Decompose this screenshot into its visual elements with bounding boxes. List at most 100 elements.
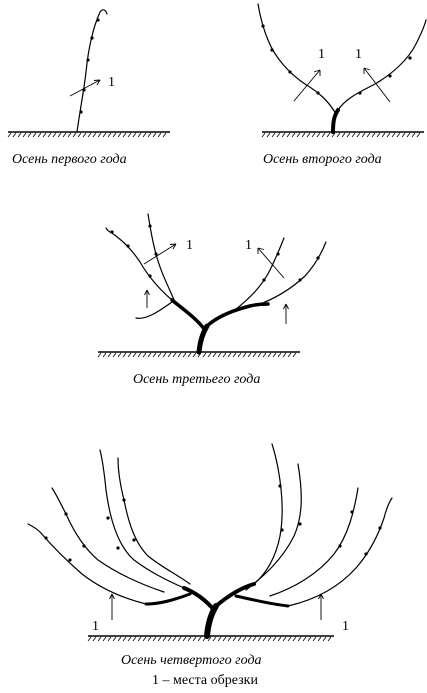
ground-hatch [212, 352, 217, 358]
ground-hatch [247, 352, 252, 358]
ground-hatch [187, 352, 192, 358]
ground-hatch [112, 636, 117, 642]
ground-hatch [147, 132, 152, 138]
ground-hatch [122, 636, 127, 642]
ground-hatch [122, 132, 127, 138]
ground-hatch [271, 132, 276, 138]
ground-hatch [127, 352, 132, 358]
ground-hatch [117, 636, 122, 642]
grapevine-shoot [337, 19, 427, 111]
grapevine-shoot [147, 213, 176, 303]
ground-hatch [137, 132, 142, 138]
ground-hatch [356, 132, 361, 138]
ground-hatch [371, 132, 376, 138]
ground-hatch [137, 636, 142, 642]
ground-hatch [252, 352, 257, 358]
ground-hatch [142, 352, 147, 358]
ground-hatch [232, 636, 237, 642]
ground-hatch [301, 132, 306, 138]
ground-hatch [177, 352, 182, 358]
ground-hatch [272, 636, 277, 642]
ground-hatch [232, 352, 237, 358]
ground-hatch [12, 132, 17, 138]
ground-hatch [57, 132, 62, 138]
ground-hatch [346, 132, 351, 138]
ground-hatch [117, 132, 122, 138]
ground-hatch [182, 636, 187, 642]
ground-hatch [297, 636, 302, 642]
ground-hatch [242, 352, 247, 358]
bud [110, 224, 320, 282]
ground-hatch [107, 132, 112, 138]
ground-hatch [47, 132, 52, 138]
ground-hatch [112, 352, 117, 358]
ground-hatch [311, 132, 316, 138]
ground-hatch [172, 636, 177, 642]
ground-hatch [252, 636, 257, 642]
ground-hatch [316, 132, 321, 138]
ground-hatch [351, 132, 356, 138]
ground-hatch [322, 636, 327, 642]
panel-first-year: 1 [7, 9, 170, 138]
ground-hatch [276, 132, 281, 138]
ground-hatch [37, 132, 42, 138]
cut-mark-label: 1 [108, 75, 115, 90]
ground-line [261, 131, 424, 138]
grapevine-shoot [287, 497, 393, 607]
ground-hatch [27, 132, 32, 138]
ground-hatch [112, 132, 117, 138]
ground-hatch [137, 352, 142, 358]
ground-hatch [157, 636, 162, 642]
legend: 1 – места обрезки [152, 673, 258, 688]
ground-hatch [212, 636, 217, 642]
ground-hatch [177, 636, 182, 642]
ground-hatch [152, 352, 157, 358]
ground-hatch [217, 352, 222, 358]
ground-hatch [336, 132, 341, 138]
trunk [182, 586, 216, 612]
ground-hatch [182, 352, 187, 358]
cut-mark-label: 1 [318, 47, 325, 62]
ground-hatch [386, 132, 391, 138]
ground-hatch [102, 132, 107, 138]
ground-hatch [142, 636, 147, 642]
grapevine-shoot [245, 463, 302, 591]
trunk [205, 302, 270, 328]
ground-hatch [102, 352, 107, 358]
pruning-cut-arrow [109, 593, 324, 620]
ground-hatch [162, 636, 167, 642]
ground-hatch [122, 352, 127, 358]
grapevine-shoot [117, 457, 191, 585]
ground-hatch [296, 132, 301, 138]
ground-hatch [277, 636, 282, 642]
ground-hatch [132, 132, 137, 138]
ground-hatch [42, 132, 47, 138]
ground-hatch [247, 636, 252, 642]
cut-mark-label: 1 [92, 619, 99, 634]
ground-hatch [97, 132, 102, 138]
cut-mark-label: 1 [355, 47, 362, 62]
ground-hatch [267, 636, 272, 642]
trunk [214, 582, 256, 608]
bud [44, 484, 382, 562]
ground-hatch [262, 352, 267, 358]
ground-hatch [77, 132, 82, 138]
cut-mark-label: 1 [186, 238, 193, 253]
pruning-cut-arrow [69, 79, 101, 97]
caption-fourth-year: Осень четвертого года [121, 653, 262, 668]
ground-hatch [416, 132, 421, 138]
trunk [234, 594, 290, 608]
ground-hatch [197, 636, 202, 642]
grapevine-shoot [234, 237, 285, 311]
ground-hatch [286, 132, 291, 138]
ground-hatch [87, 132, 92, 138]
ground-hatch [396, 132, 401, 138]
ground-hatch [281, 132, 286, 138]
grapevine-shoot [135, 301, 173, 319]
ground-hatch [312, 636, 317, 642]
grapevine-shoot [254, 241, 327, 307]
ground-hatch [302, 636, 307, 642]
trunk [196, 323, 210, 355]
ground-hatch [242, 636, 247, 642]
ground-hatch [227, 352, 232, 358]
